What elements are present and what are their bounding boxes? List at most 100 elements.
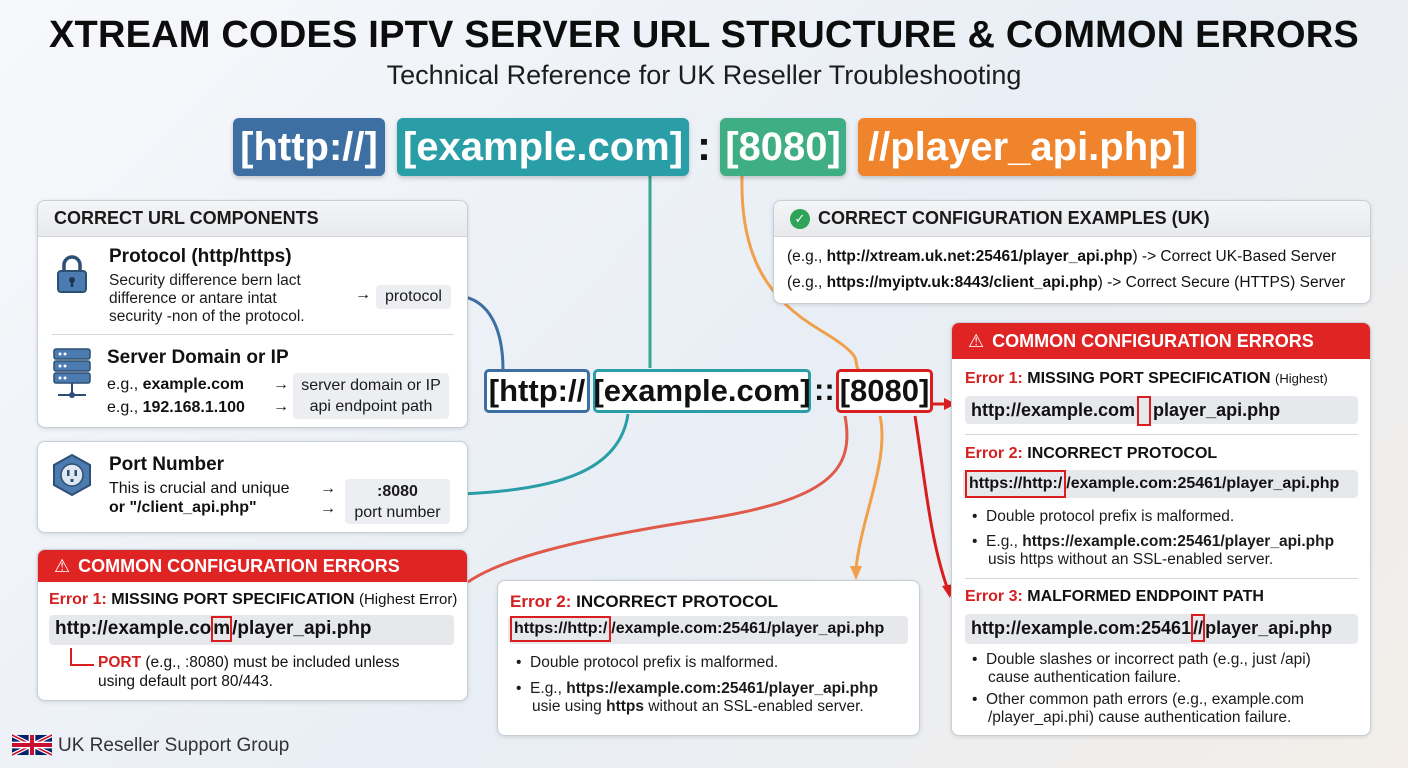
protocol-arrow: →: [355, 286, 371, 303]
er-e2-bullet-2-line2: usis https without an SSL-enabled server…: [988, 551, 1274, 568]
server-ex-prefix: e.g.,: [107, 376, 143, 393]
divider: [52, 334, 454, 335]
errors-right-header: ⚠ COMMON CONFIGURATION ERRORS: [952, 323, 1370, 359]
ec-url-rest: /example.com:25461/player_api.php: [611, 620, 885, 637]
er-e1-label: Error 1:: [965, 370, 1023, 387]
port-tag-1: :8080: [377, 483, 418, 500]
er-e3-url-b: player_api.php: [1205, 618, 1333, 638]
ec-b2-url: https://example.com:25461/player_api.php: [566, 680, 879, 697]
error-center-panel: [497, 580, 920, 736]
cfg-ex2-desc: ) -> Correct Secure (HTTPS) Server: [1097, 274, 1346, 291]
config-examples-header: ✓ CORRECT CONFIGURATION EXAMPLES (UK): [774, 201, 1370, 237]
errors-right-panel: ⚠ COMMON CONFIGURATION ERRORS: [951, 322, 1371, 736]
ec-b2-prefix: E.g.,: [530, 680, 567, 697]
mid-separator: ::: [814, 372, 835, 407]
cfg-ex1-desc: ) -> Correct UK-Based Server: [1132, 248, 1337, 265]
er-e2-b2-prefix: E.g.,: [986, 533, 1023, 550]
url-path-pill: //player_api.php]: [858, 118, 1196, 176]
server-example-2: e.g., 192.168.1.100: [107, 399, 270, 419]
check-icon: ✓: [790, 208, 810, 229]
er-e2-b2-url: https://example.com:25461/player_api.php: [1022, 533, 1335, 550]
er-e3-bullet-1: • Double slashes or incorrect path (e.g.…: [972, 651, 1311, 668]
cfg-ex2-url: https://myiptv.uk:8443/client_api.php: [826, 274, 1098, 291]
port-title: Port Number: [109, 454, 225, 475]
er-e2-title: Error 2: INCORRECT PROTOCOL: [965, 445, 1217, 463]
lock-icon: [52, 252, 92, 296]
url-protocol-pill: [http://]: [233, 118, 385, 176]
port-socket-icon: [49, 452, 95, 498]
protocol-tag: protocol: [376, 285, 451, 309]
er-e1-url-gap: [1137, 396, 1152, 427]
server-tag-1: server domain or IP: [301, 377, 441, 394]
server-icon: [50, 346, 94, 402]
e1-desc-a: (e.g., :8080) must be included unless: [145, 654, 400, 671]
port-arrow-2: →: [320, 500, 336, 517]
port-tag-2: port number: [354, 504, 441, 521]
server-ex-prefix: e.g.,: [107, 399, 143, 416]
errors-left-header: ⚠ COMMON CONFIGURATION ERRORS: [38, 550, 467, 582]
port-desc-2: or "/client_api.php": [109, 499, 257, 516]
error-center-url: https://http://example.com:25461/player_…: [508, 616, 908, 644]
er-e3-bullet-1-line2: cause authentication failure.: [988, 669, 1182, 686]
er-e2-url-highlight: https://http:/: [965, 470, 1067, 498]
er-e2-title-text: INCORRECT PROTOCOL: [1027, 445, 1218, 462]
server-arrow-2: →: [273, 398, 289, 415]
ec-b1: Double protocol prefix is malformed.: [530, 654, 779, 671]
port-desc-1: This is crucial and unique: [109, 480, 290, 497]
server-ex1: example.com: [142, 376, 244, 393]
er-e2-bullet-2: • E.g., https://example.com:25461/player…: [972, 533, 1335, 550]
config-example-1: (e.g., http://xtream.uk.net:25461/player…: [787, 248, 1336, 266]
cfg-ex2-open: (e.g.,: [787, 274, 827, 291]
er-e2-url-rest: /example.com:25461/player_api.php: [1066, 475, 1340, 492]
er-e2-b1: Double protocol prefix is malformed.: [986, 508, 1235, 525]
url-domain-pill: [example.com]: [397, 118, 689, 176]
page-title: XTREAM CODES IPTV SERVER URL STRUCTURE &…: [49, 14, 1359, 56]
errors-left-e1-title: Error 1: MISSING PORT SPECIFICATION (Hig…: [49, 591, 457, 609]
er-e3-url-highlight: //: [1191, 614, 1206, 642]
e1-url-highlight: m: [211, 616, 233, 642]
divider: [965, 578, 1358, 579]
url-port-pill: [8080]: [720, 118, 846, 176]
e1-url-b: /player_api.php: [232, 618, 372, 639]
er-e1-url-a: http://example.com: [971, 400, 1136, 420]
er-e3-label: Error 3:: [965, 588, 1023, 605]
er-e3-title: Error 3: MALFORMED ENDPOINT PATH: [965, 588, 1264, 606]
cfg-ex1-url: http://xtream.uk.net:25461/player_api.ph…: [826, 248, 1133, 265]
protocol-desc-3: security -non of the protocol.: [109, 308, 305, 325]
url-separator: :: [697, 122, 711, 169]
error-center-title: Error 2: INCORRECT PROTOCOL: [510, 592, 778, 612]
elbow-arrow: [70, 648, 94, 666]
ec-title: INCORRECT PROTOCOL: [576, 592, 778, 611]
ec-bullet-2-line2: usie using https without an SSL-enabled …: [532, 698, 864, 716]
divider: [965, 434, 1358, 435]
page-subtitle: Technical Reference for UK Reseller Trou…: [386, 60, 1022, 90]
mid-domain: [example.com]: [593, 369, 811, 413]
mid-port: [8080]: [836, 369, 933, 413]
protocol-desc-1: Security difference bern lact: [109, 272, 301, 289]
config-examples-panel: ✓ CORRECT CONFIGURATION EXAMPLES (UK): [773, 200, 1371, 304]
er-e1-note: (Highest): [1274, 371, 1328, 386]
er-e3-b2a: Other common path errors (e.g., example.…: [986, 691, 1304, 708]
er-e2-bullet-1: • Double protocol prefix is malformed.: [972, 508, 1235, 525]
er-e2-label: Error 2:: [965, 445, 1023, 462]
server-arrow-1: →: [273, 376, 289, 393]
url-components-header: CORRECT URL COMPONENTS: [38, 201, 467, 237]
warning-icon: ⚠: [54, 555, 71, 576]
mid-protocol: [http://: [484, 369, 590, 413]
server-title: Server Domain or IP: [107, 347, 289, 368]
protocol-title: Protocol (http/https): [109, 246, 292, 267]
er-e3-url: http://example.com:25461//player_api.php: [965, 614, 1358, 644]
e1-title: MISSING PORT SPECIFICATION: [111, 591, 355, 608]
e1-port-word: PORT: [98, 654, 142, 671]
ec-b2-l2b: https: [606, 698, 644, 715]
uk-flag-icon: [11, 733, 53, 757]
ec-b2-l2a: usie using: [532, 698, 607, 715]
er-e1-title: Error 1: MISSING PORT SPECIFICATION (Hig…: [965, 370, 1328, 388]
e1-note: (Highest Error): [358, 591, 458, 608]
config-example-2: (e.g., https://myiptv.uk:8443/client_api…: [787, 274, 1345, 292]
ec-bullet-1: • Double protocol prefix is malformed.: [516, 654, 779, 671]
ec-label: Error 2:: [510, 592, 572, 611]
warning-icon: ⚠: [968, 330, 985, 351]
